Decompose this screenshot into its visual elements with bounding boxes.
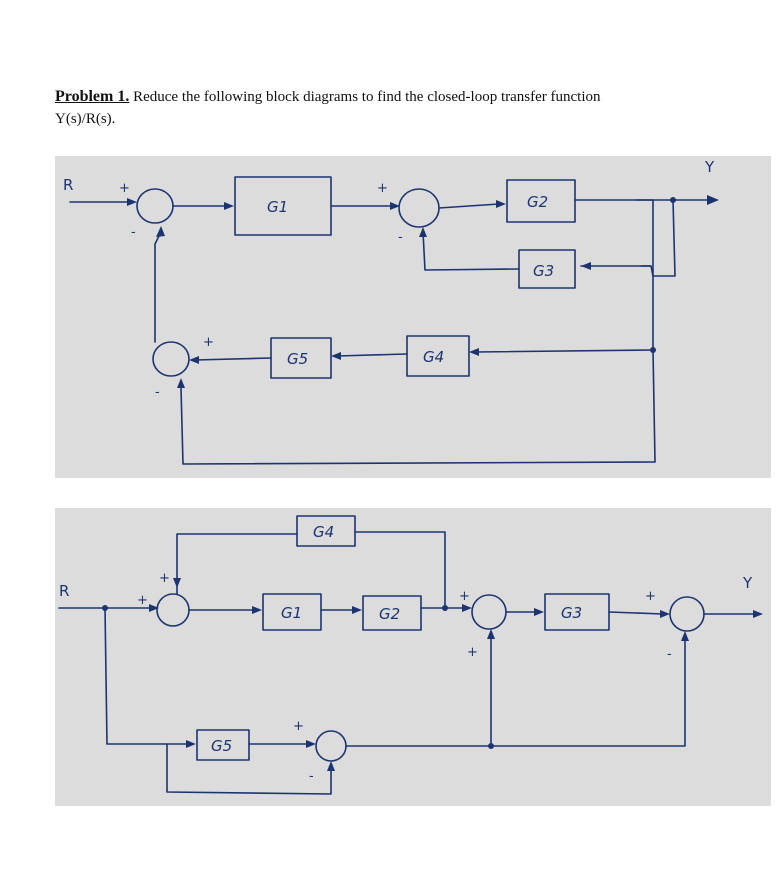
problem-statement: Problem 1. Reduce the following block di… bbox=[55, 86, 755, 130]
arrowhead bbox=[390, 202, 400, 210]
block-g4-label: G4 bbox=[423, 348, 444, 366]
block-g3-label: G3 bbox=[533, 262, 554, 280]
block-g2 bbox=[506, 179, 576, 223]
arrowhead bbox=[581, 262, 591, 270]
sign-plus: + bbox=[293, 719, 304, 734]
block-g3-label: G3 bbox=[561, 604, 582, 622]
arrowhead bbox=[352, 606, 362, 614]
connector-line bbox=[104, 607, 190, 745]
connector-line bbox=[194, 357, 272, 361]
sign-minus: - bbox=[131, 225, 136, 240]
arrowhead bbox=[462, 604, 472, 612]
connector-line bbox=[354, 531, 446, 609]
connector-line bbox=[636, 199, 654, 351]
sign-plus: + bbox=[467, 645, 478, 660]
output-label-y: Y bbox=[704, 158, 715, 176]
connector-line bbox=[490, 635, 686, 747]
sign-plus: + bbox=[203, 335, 214, 350]
arrowhead bbox=[534, 608, 544, 616]
arrowhead bbox=[189, 356, 199, 364]
block-g1 bbox=[262, 593, 322, 631]
block-diagram-2: R + + G4 G1 G2 + + G3 + - Y G5 + - bbox=[55, 508, 771, 806]
block-diagram-1-svg: R + - G1 + - G2 Y G3 G4 G5 + - bbox=[63, 158, 719, 465]
sign-plus: + bbox=[377, 181, 388, 196]
sign-minus: - bbox=[398, 230, 403, 245]
arrowhead bbox=[306, 740, 316, 748]
arrowhead bbox=[469, 348, 479, 356]
connector-line bbox=[640, 199, 676, 277]
sign-minus: - bbox=[309, 769, 314, 784]
connector-line bbox=[180, 349, 656, 465]
block-g2-label: G2 bbox=[527, 193, 548, 211]
arrowhead bbox=[173, 578, 181, 588]
sign-plus: + bbox=[137, 593, 148, 608]
block-g1-label: G1 bbox=[281, 604, 302, 622]
arrowhead bbox=[177, 378, 185, 388]
sign-plus: + bbox=[119, 181, 130, 196]
arrowhead bbox=[496, 200, 506, 208]
block-g4 bbox=[296, 515, 356, 547]
block-diagram-1: R + - G1 + - G2 Y G3 G4 G5 + - bbox=[55, 156, 771, 478]
sign-plus: + bbox=[159, 571, 170, 586]
block-g5-label: G5 bbox=[211, 737, 232, 755]
problem-text-line2: Y(s)/R(s). bbox=[55, 111, 116, 127]
summing-junction-1 bbox=[156, 593, 190, 627]
block-g4-label: G4 bbox=[313, 523, 334, 541]
sign-plus: + bbox=[645, 589, 656, 604]
connector-line bbox=[422, 231, 520, 271]
output-label-y: Y bbox=[742, 574, 753, 592]
block-g5-label: G5 bbox=[287, 350, 308, 368]
block-g2-label: G2 bbox=[379, 605, 400, 623]
sign-plus: + bbox=[459, 589, 470, 604]
arrowhead bbox=[487, 629, 495, 639]
block-g5 bbox=[196, 729, 250, 761]
input-label-r: R bbox=[59, 582, 69, 600]
input-label-r: R bbox=[63, 176, 73, 194]
summing-junction-1 bbox=[136, 188, 174, 224]
connector-line bbox=[438, 203, 500, 209]
arrowhead bbox=[660, 610, 670, 618]
connector-line bbox=[154, 235, 160, 343]
arrowhead bbox=[224, 202, 234, 210]
arrowhead bbox=[707, 195, 719, 205]
arrowhead bbox=[681, 631, 689, 641]
problem-text: Reduce the following block diagrams to f… bbox=[129, 89, 601, 105]
arrowhead bbox=[327, 761, 335, 771]
connector-line bbox=[608, 611, 664, 615]
arrowhead bbox=[156, 226, 165, 237]
arrowhead bbox=[331, 352, 341, 360]
connector-line bbox=[166, 743, 332, 795]
sign-minus: - bbox=[155, 385, 160, 400]
arrowhead bbox=[127, 198, 137, 206]
block-g1-label: G1 bbox=[267, 198, 288, 216]
problem-label: Problem 1. bbox=[55, 88, 130, 105]
summing-junction-3 bbox=[152, 341, 190, 377]
connector-line bbox=[176, 533, 298, 595]
block-diagram-2-svg: R + + G4 G1 G2 + + G3 + - Y G5 + - bbox=[58, 515, 763, 795]
arrowhead bbox=[149, 604, 159, 612]
arrowhead bbox=[753, 610, 763, 618]
sign-minus: - bbox=[667, 647, 672, 662]
connector-line bbox=[336, 353, 408, 357]
block-g2 bbox=[362, 595, 422, 631]
connector-line bbox=[474, 349, 654, 353]
summing-junction-3 bbox=[669, 596, 705, 632]
arrowhead bbox=[252, 606, 262, 614]
summing-junction-2 bbox=[398, 188, 440, 228]
summing-junction-4 bbox=[315, 730, 347, 762]
summing-junction-2 bbox=[471, 594, 507, 630]
block-g4 bbox=[406, 335, 470, 377]
arrowhead bbox=[186, 740, 196, 748]
arrowhead bbox=[419, 227, 427, 237]
